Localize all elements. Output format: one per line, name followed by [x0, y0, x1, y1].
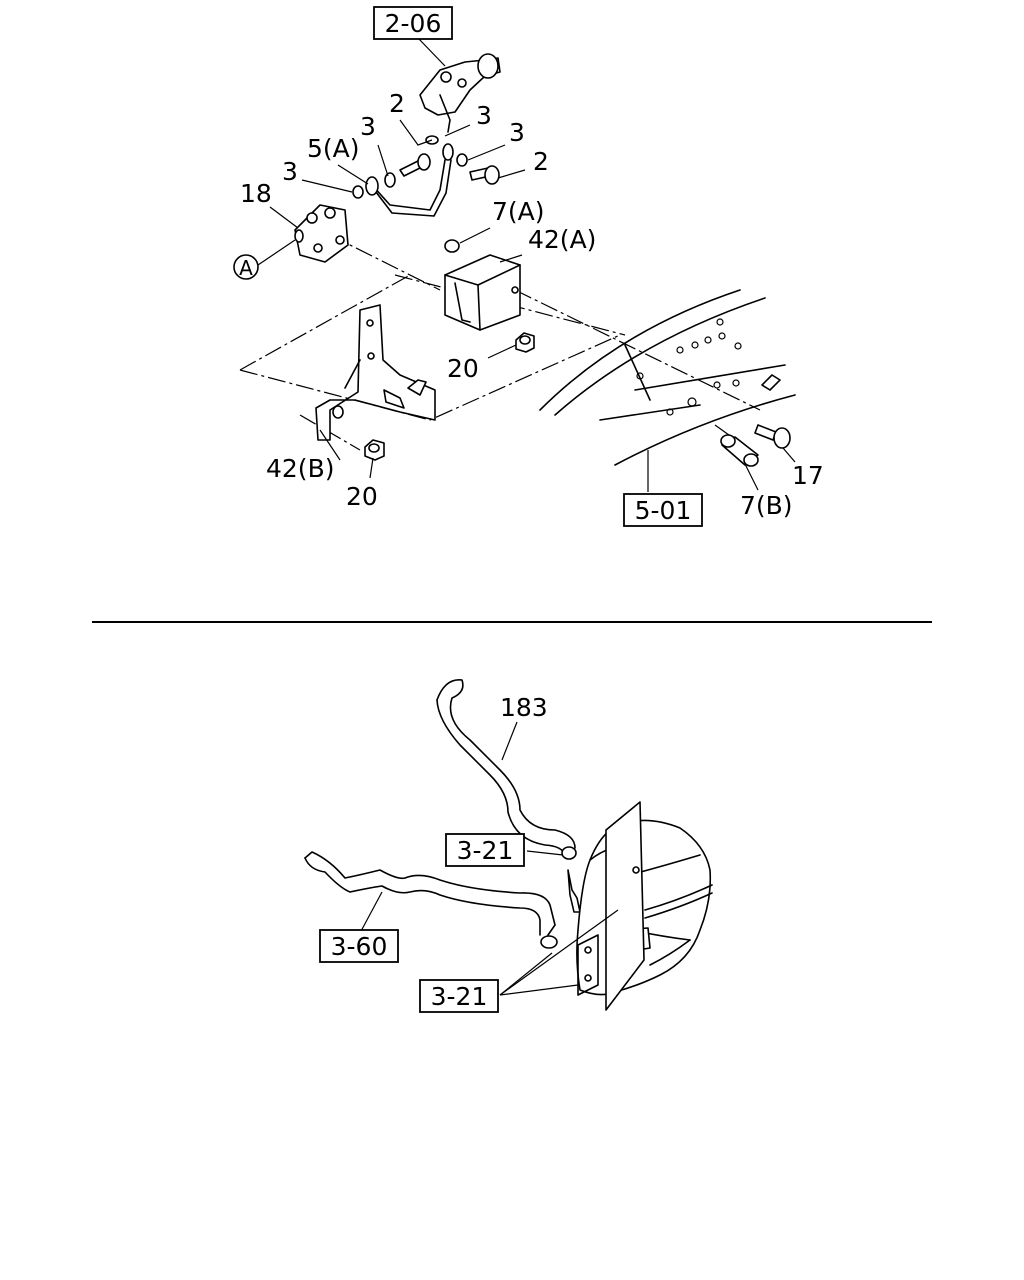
callout-3b: 3 — [509, 118, 525, 147]
leader-lines-bottom — [359, 721, 619, 996]
clutch-pipe — [365, 143, 454, 217]
nut-20-upper — [515, 332, 535, 353]
callout-42a: 42(A) — [528, 225, 596, 254]
nut-20-lower — [364, 439, 385, 461]
callout-42b: 42(B) — [266, 454, 334, 483]
circle-a-marker: A — [233, 254, 259, 280]
spacer-7b — [720, 434, 759, 467]
reference-box-3-21-lower: 3-21 — [419, 979, 499, 1013]
ref-5-01-label: 5-01 — [635, 496, 692, 525]
reference-box-5-01: 5-01 — [623, 493, 703, 527]
reference-box-3-60: 3-60 — [319, 929, 399, 963]
callout-17: 17 — [792, 461, 824, 490]
callout-20b: 20 — [346, 482, 378, 511]
bottom-exploded-view: 183 3-21 3-60 3-21 — [304, 679, 713, 1013]
callout-2a: 2 — [389, 89, 405, 118]
vehicle-frame-rail — [539, 289, 796, 466]
clamp-upper — [561, 846, 581, 913]
callout-2b: 2 — [533, 147, 549, 176]
part-18-block — [294, 204, 349, 263]
ref-2-06-label: 2-06 — [385, 9, 442, 38]
callout-7a: 7(A) — [492, 197, 545, 226]
hose-3-60 — [304, 851, 556, 936]
callout-18: 18 — [240, 179, 272, 208]
part-42b-bracket — [315, 304, 436, 441]
reference-box-2-06: 2-06 — [373, 6, 453, 40]
reference-box-3-21-upper: 3-21 — [445, 833, 525, 867]
callout-7b: 7(B) — [740, 491, 793, 520]
circle-a-label: A — [239, 256, 253, 280]
reservoir-tank — [576, 801, 713, 1011]
bolt-17 — [754, 424, 791, 449]
callout-3c: 3 — [360, 112, 376, 141]
callout-20a: 20 — [447, 354, 479, 383]
callout-3d: 3 — [282, 157, 298, 186]
ref-3-21-upper-label: 3-21 — [457, 836, 514, 865]
callout-5a: 5(A) — [307, 134, 360, 163]
ref-3-21-lower-label: 3-21 — [431, 982, 488, 1011]
part-42a-bracket — [444, 239, 521, 331]
callout-3a: 3 — [476, 101, 492, 130]
callout-183: 183 — [500, 693, 548, 722]
top-exploded-view: 2-06 5-01 2 3 3 3 2 5(A) 3 18 A 7(A) 42(… — [233, 6, 824, 527]
hose-183 — [436, 679, 576, 856]
clutch-master-cylinder — [419, 53, 501, 133]
ref-3-60-label: 3-60 — [331, 932, 388, 961]
leader-lines-top — [257, 37, 796, 492]
